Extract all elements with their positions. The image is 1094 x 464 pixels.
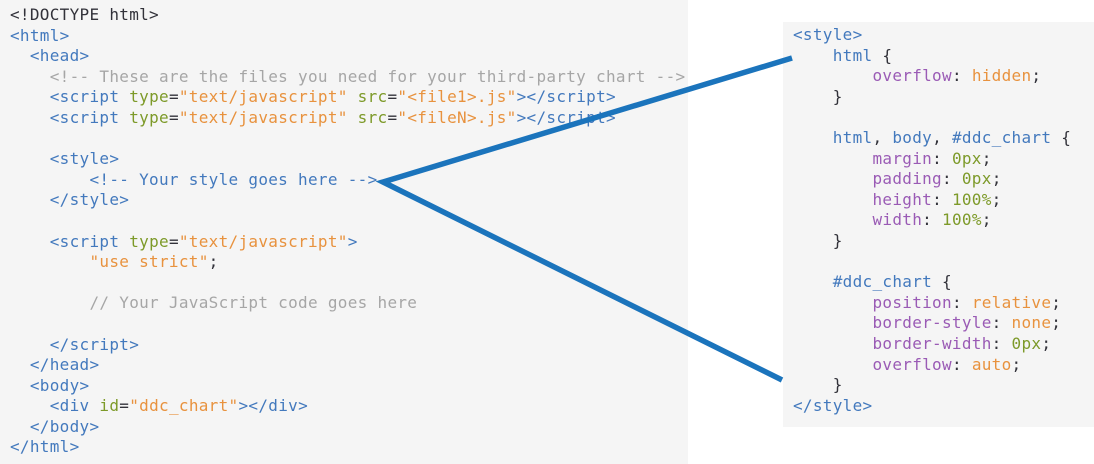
code-line: border-width: 0px;: [793, 333, 1052, 353]
code-line: [10, 211, 688, 232]
code-line: </style>: [10, 190, 130, 210]
code-line: <script type="text/javascript" src="<fil…: [10, 87, 616, 107]
code-line: <!-- These are the files you need for yo…: [10, 66, 686, 86]
code-line: width: 100%;: [793, 210, 992, 230]
code-line: }: [793, 375, 843, 395]
code-line: // Your JavaScript code goes here: [10, 293, 418, 313]
code-line: #ddc_chart {: [793, 272, 952, 292]
code-line: border-style: none;: [793, 313, 1062, 333]
code-line: overflow: hidden;: [793, 66, 1042, 86]
code-line: position: relative;: [793, 292, 1062, 312]
code-line: overflow: auto;: [793, 354, 1022, 374]
code-line: <!-- Your style goes here -->: [10, 169, 378, 189]
code-line: [10, 314, 688, 335]
code-line: </style>: [793, 395, 873, 415]
code-line: [793, 107, 1094, 128]
code-line: <html>: [10, 25, 70, 45]
code-line: <div id="ddc_chart"></div>: [10, 396, 309, 416]
code-panel-html-skeleton: <!DOCTYPE html><html> <head> <!-- These …: [10, 5, 688, 457]
code-line: </body>: [10, 416, 100, 436]
code-line: </script>: [10, 334, 140, 354]
code-line: [793, 252, 1094, 273]
code-line: [10, 273, 688, 294]
code-line: height: 100%;: [793, 189, 1002, 209]
code-line: padding: 0px;: [793, 169, 1002, 189]
code-panel-style-detail: <style> html { overflow: hidden; } html,…: [783, 22, 1094, 427]
code-line: [10, 129, 688, 150]
code-line: html, body, #ddc_chart {: [793, 127, 1072, 147]
code-line: <style>: [10, 149, 120, 169]
code-line: <!DOCTYPE html>: [10, 5, 159, 24]
code-line: margin: 0px;: [793, 148, 992, 168]
code-line: <body>: [10, 375, 90, 395]
code-line: <head>: [10, 46, 90, 66]
code-line: <style>: [793, 25, 863, 44]
code-line: html {: [793, 45, 893, 65]
code-line: <script type="text/javascript" src="<fil…: [10, 107, 616, 127]
code-line: </html>: [10, 437, 80, 457]
code-line: }: [793, 230, 843, 250]
code-line: }: [793, 86, 843, 106]
code-line: </head>: [10, 355, 100, 375]
code-line: "use strict";: [10, 252, 219, 272]
code-line: <script type="text/javascript">: [10, 231, 358, 251]
